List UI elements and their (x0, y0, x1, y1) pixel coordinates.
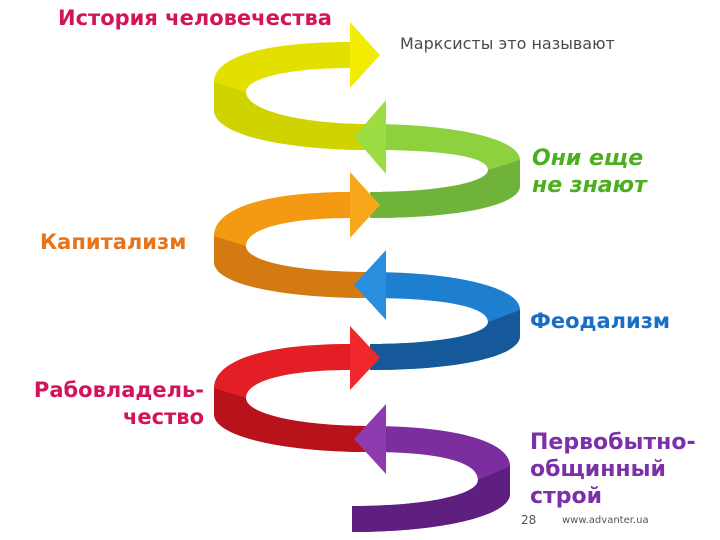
yellow-spiral-segment (214, 22, 380, 150)
green-arrow-icon (354, 100, 386, 174)
stage-text: Они еще не знают (532, 146, 647, 198)
stage-label-capitalism: Капитализм (40, 230, 187, 254)
stage-label-unknown: Они еще не знают (532, 145, 647, 199)
green-spiral-segment (354, 100, 520, 218)
purple-spiral-segment (352, 404, 510, 532)
stage-label-feudalism: Феодализм (530, 309, 671, 333)
purple-arrow-icon (354, 404, 386, 474)
stage-text: Рабовладель- чество (33, 378, 204, 429)
stage-label-primitive: Первобытно- общинный строй (530, 429, 696, 510)
page-number: 28 (521, 513, 537, 527)
orange-arrow-icon (350, 172, 380, 238)
stage-label-slavery: Рабовладель- чество (12, 377, 204, 431)
yellow-arrow-icon (350, 22, 380, 88)
subtitle: Марксисты это называют (400, 34, 615, 53)
red-arrow-icon (350, 326, 380, 390)
stage-text: Первобытно- общинный строй (530, 430, 696, 509)
blue-arrow-icon (354, 250, 386, 320)
blue-spiral-segment (354, 250, 520, 370)
site-url: www.advanter.ua (562, 515, 649, 526)
orange-spiral-segment (214, 172, 380, 298)
red-spiral-segment (214, 326, 380, 452)
page-title: История человечества (58, 6, 332, 30)
